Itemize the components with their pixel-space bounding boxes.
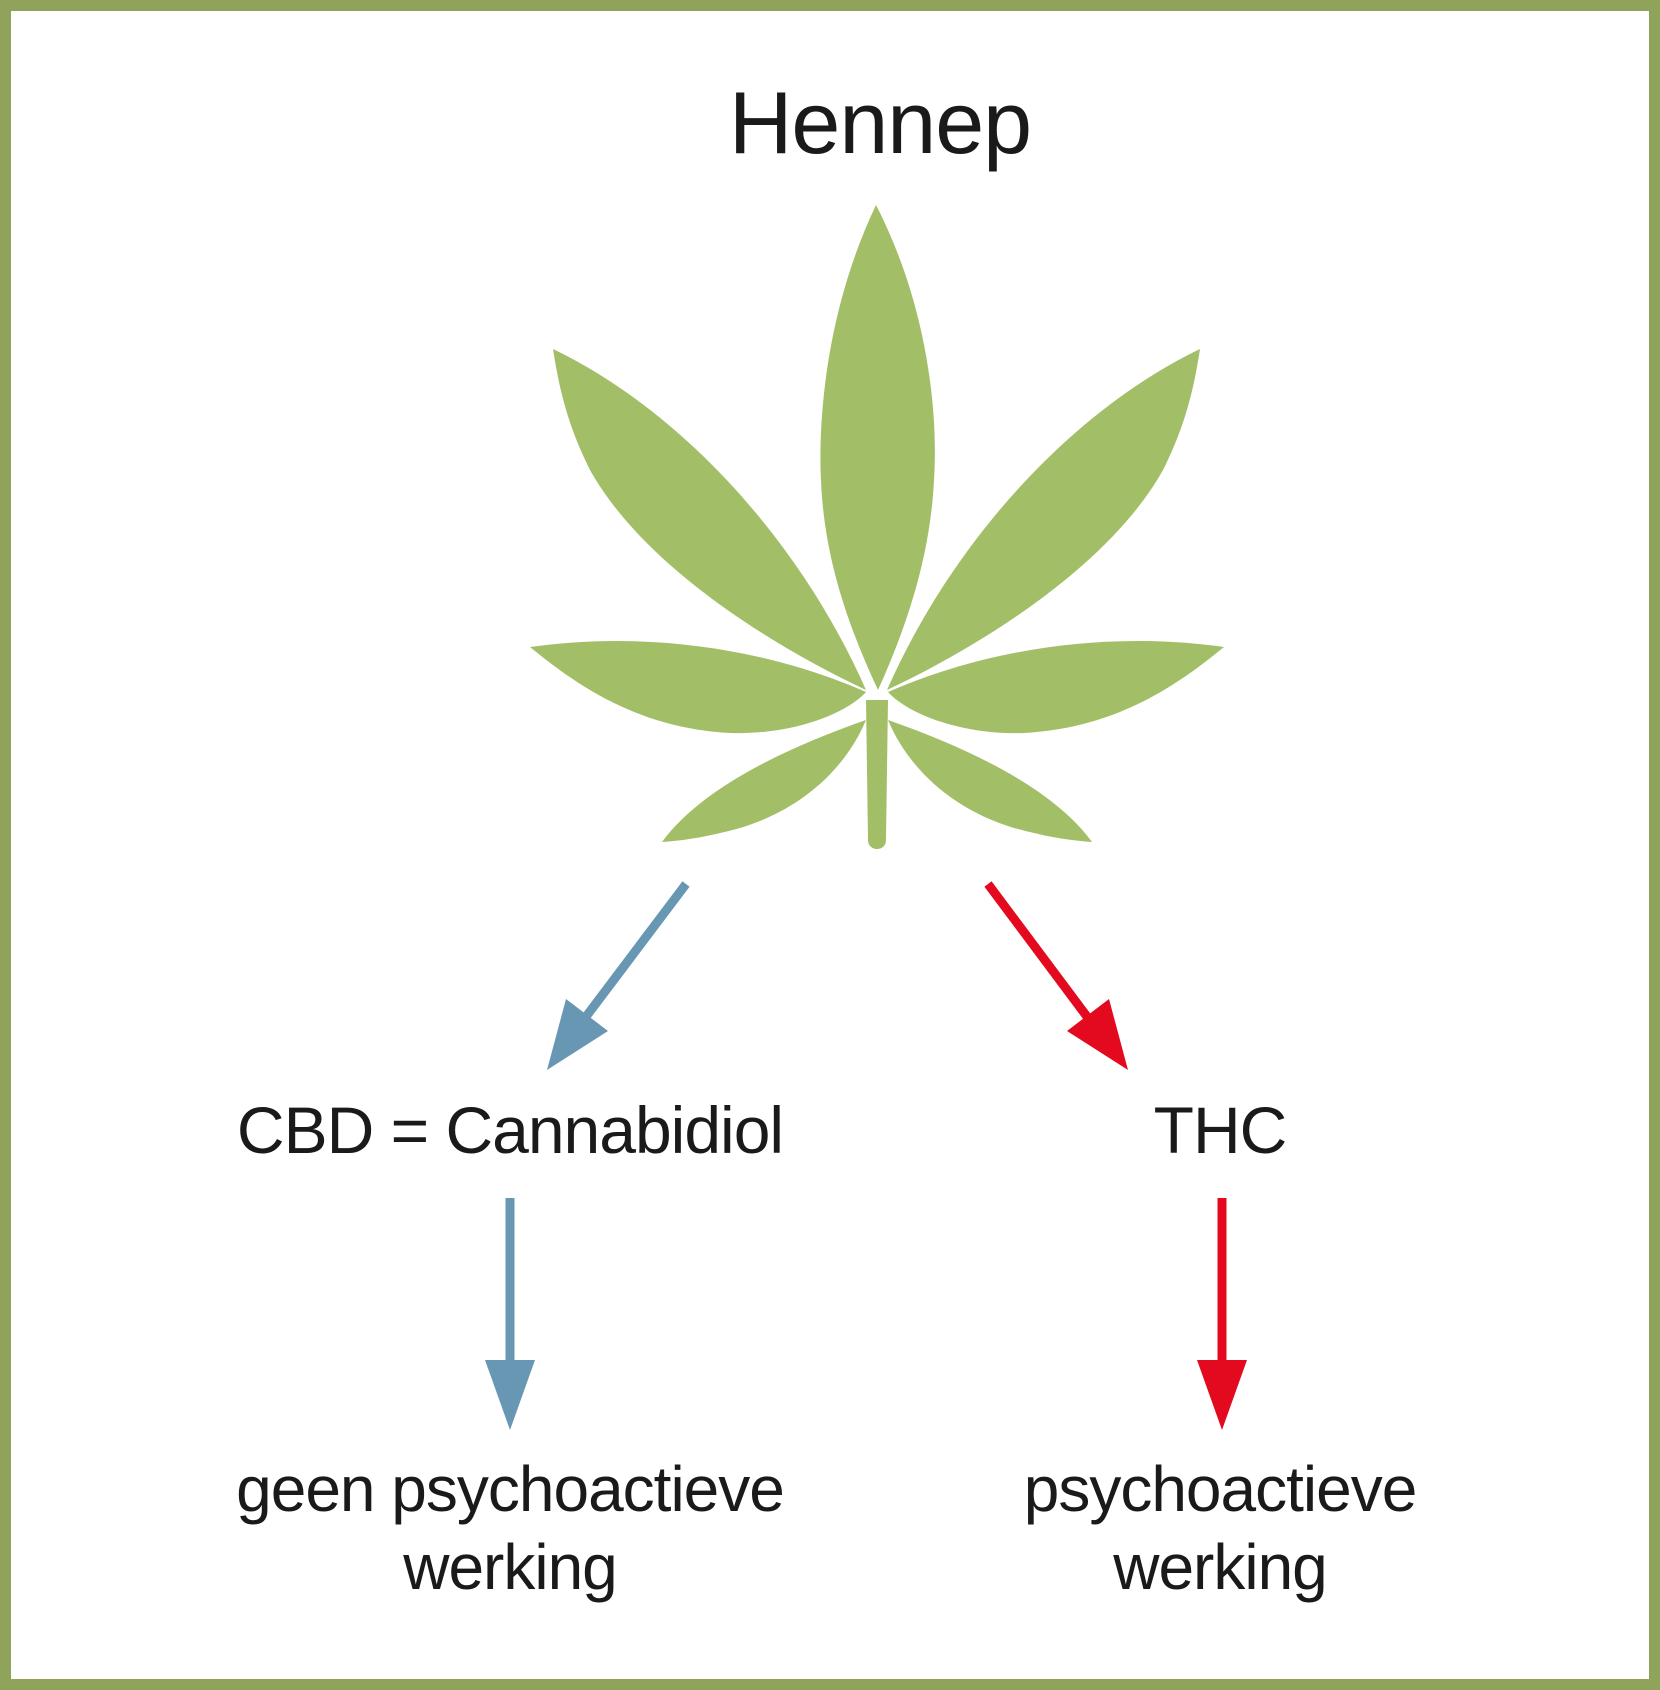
diagram-title: Hennep (728, 73, 1032, 172)
thc-label: THC (1153, 1093, 1288, 1167)
cbd-label: CBD = Cannabidiol (236, 1093, 784, 1167)
leaf-stem (866, 700, 888, 849)
hemp-leaf-icon (530, 205, 1224, 849)
thc-effect-line-2: werking (1113, 1531, 1328, 1603)
leaf-lower-left-leaflet (530, 640, 866, 734)
leaf-bottom-left-leaflet (662, 720, 866, 842)
arrow-thc-to-effect (1197, 1198, 1247, 1430)
arrow-to-cbd (547, 881, 690, 1070)
leaf-lower-right-leaflet (888, 640, 1224, 734)
cbd-effect-text: geen psychoactieve werking (190, 1450, 830, 1606)
arrow-to-thc (984, 881, 1128, 1070)
thc-effect-text: psychoactieve werking (980, 1450, 1460, 1606)
cbd-effect-line-2: werking (403, 1531, 618, 1603)
leaf-upper-right-leaflet (887, 349, 1200, 690)
arrow-cbd-to-effect (485, 1198, 535, 1430)
thc-effect-line-1: psychoactieve (1023, 1453, 1418, 1525)
leaf-bottom-right-leaflet (888, 720, 1092, 842)
leaf-center-leaflet (820, 205, 935, 690)
cbd-effect-line-1: geen psychoactieve (236, 1453, 785, 1525)
leaf-upper-left-leaflet (553, 349, 866, 690)
